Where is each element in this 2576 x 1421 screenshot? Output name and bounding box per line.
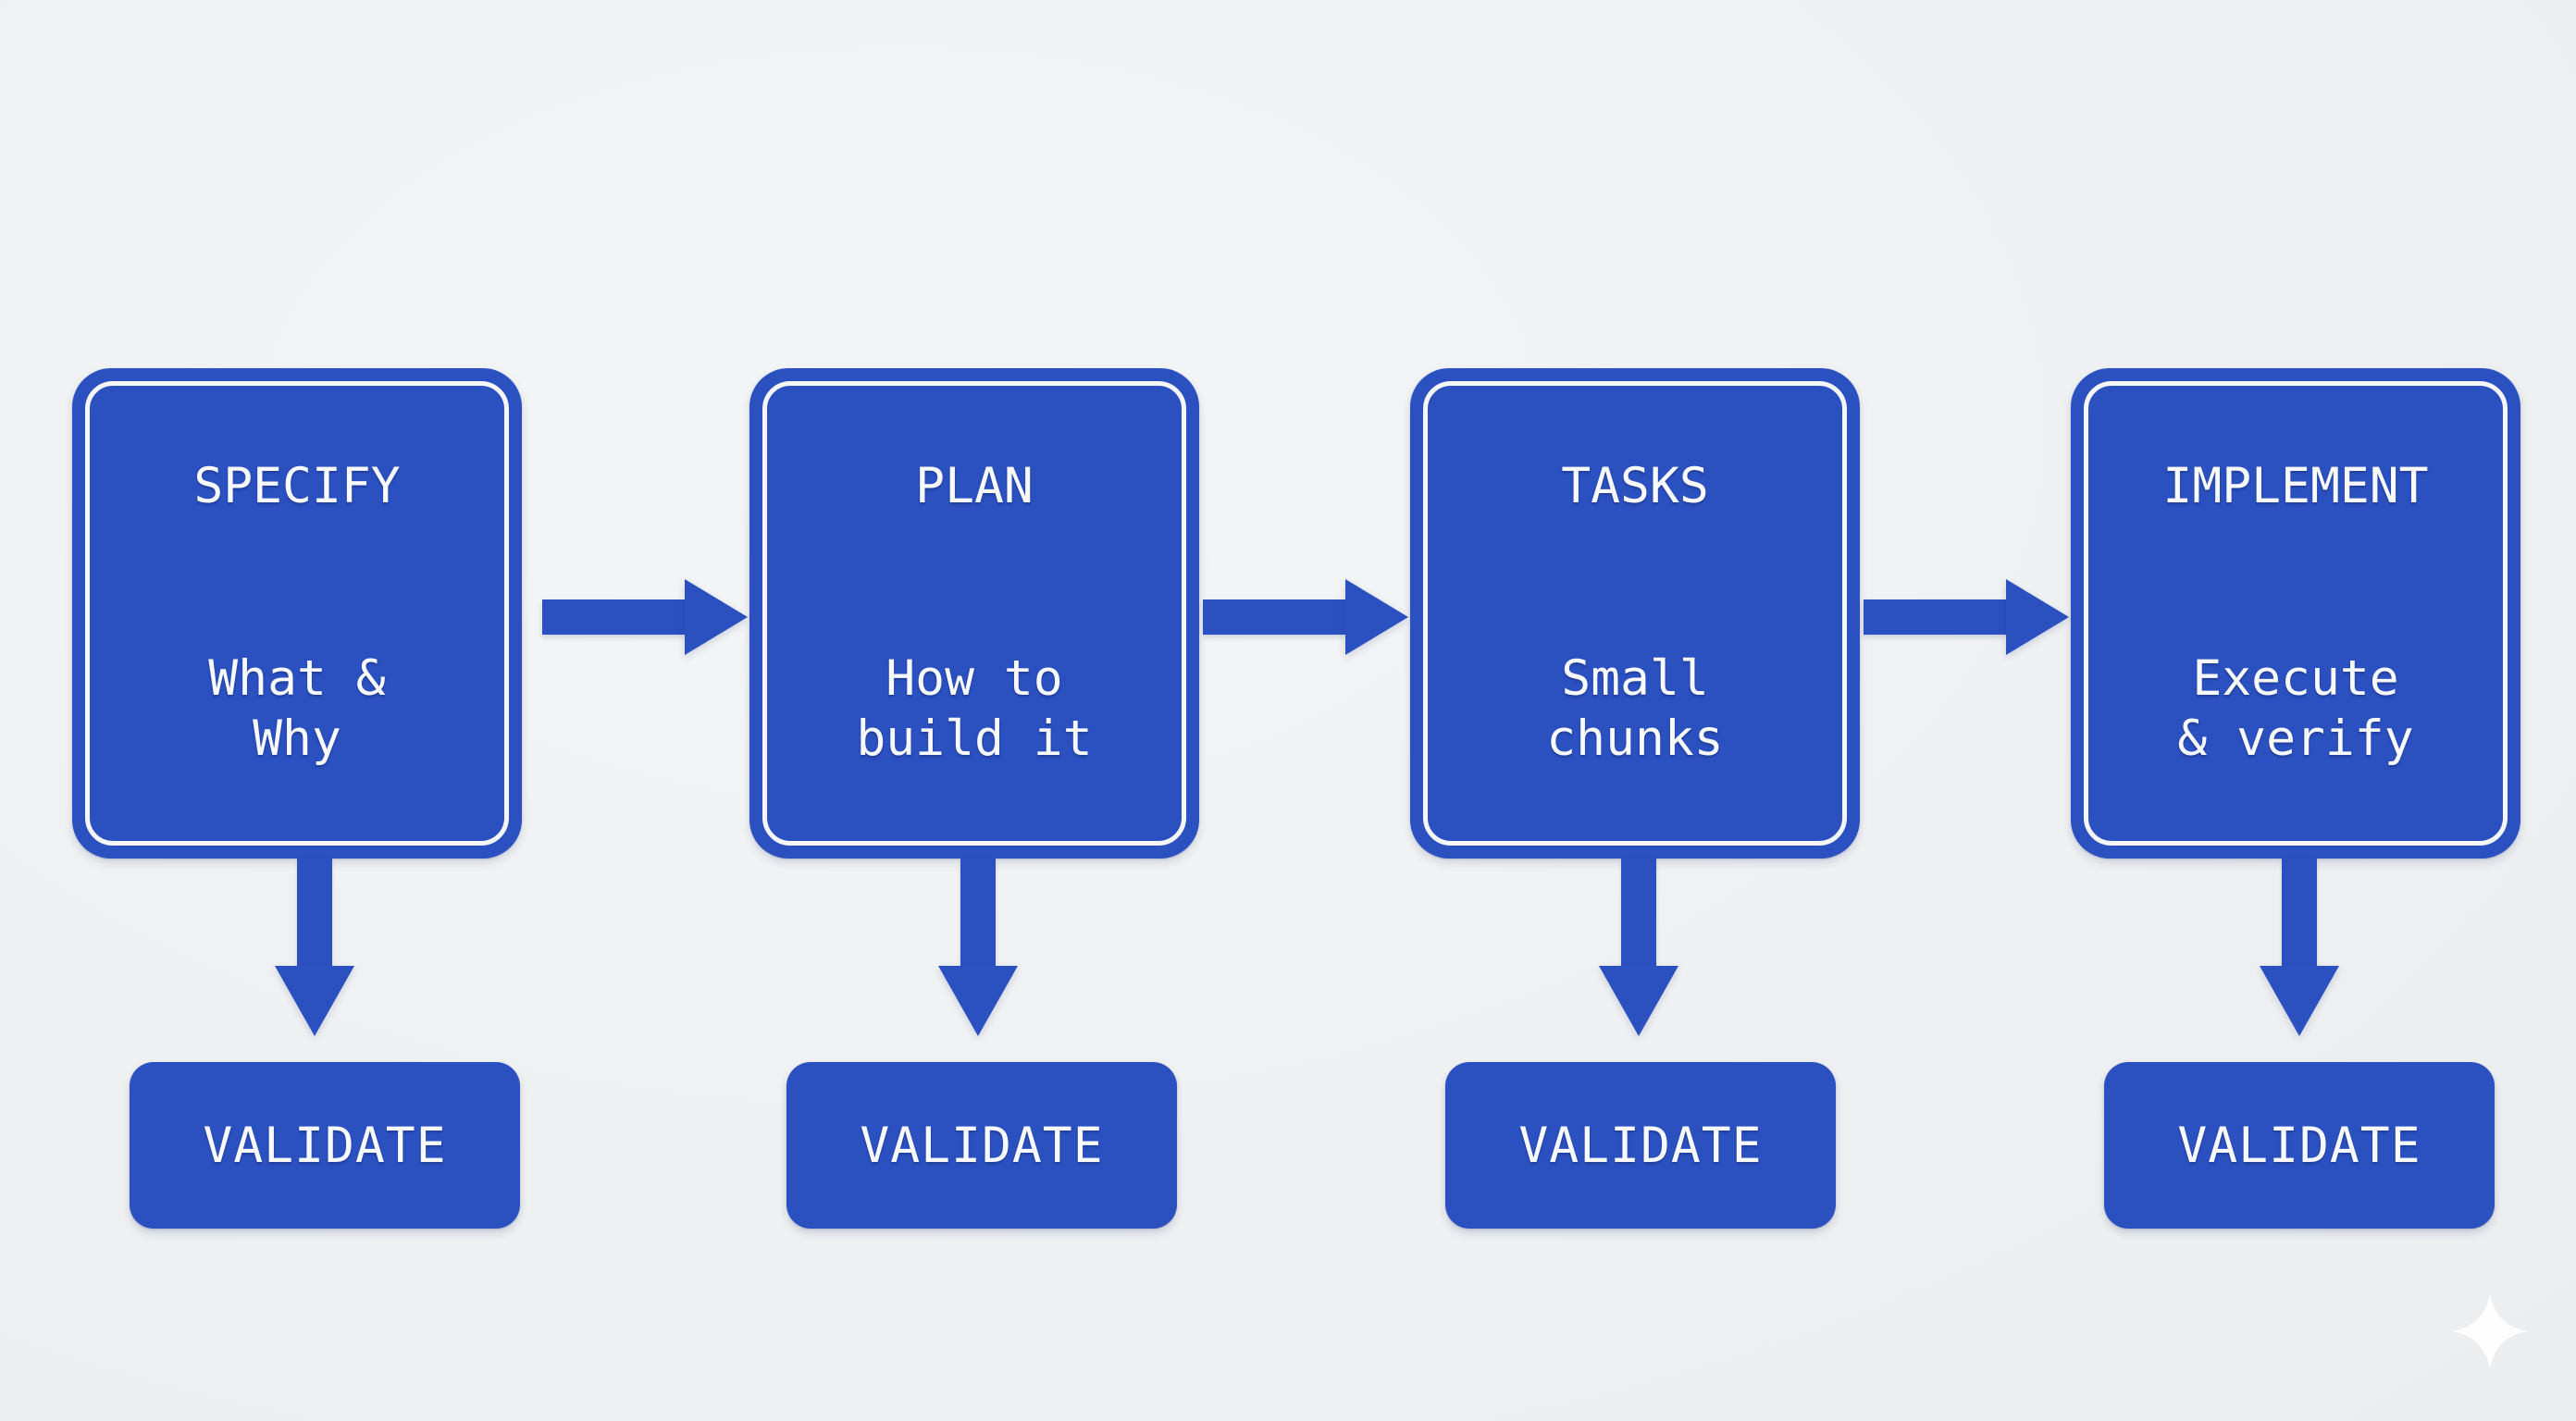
arrow-implement-to-validate-icon: [2260, 859, 2339, 1036]
stage-title: SPECIFY: [193, 458, 401, 515]
validate-pill-tasks[interactable]: VALIDATE: [1445, 1062, 1836, 1229]
arrow-shaft: [1864, 599, 2008, 635]
arrow-head: [2006, 579, 2069, 655]
arrow-plan-to-tasks-icon: [1203, 579, 1408, 655]
arrow-head: [938, 966, 1018, 1036]
stage-box-plan[interactable]: PLAN How to build it: [749, 368, 1199, 859]
arrow-tasks-to-implement-icon: [1864, 579, 2069, 655]
arrow-plan-to-validate-icon: [938, 859, 1018, 1036]
validate-label: VALIDATE: [203, 1117, 447, 1174]
validate-label: VALIDATE: [2177, 1117, 2421, 1174]
arrow-head: [685, 579, 748, 655]
stage-box-implement[interactable]: IMPLEMENT Execute & verify: [2071, 368, 2520, 859]
arrow-tasks-to-validate-icon: [1599, 859, 1678, 1036]
validate-pill-specify[interactable]: VALIDATE: [130, 1062, 520, 1229]
stage-subtitle: How to build it: [856, 650, 1093, 767]
arrow-shaft: [2282, 859, 2317, 968]
arrow-shaft: [542, 599, 687, 635]
stage-title: TASKS: [1561, 458, 1709, 515]
validate-label: VALIDATE: [860, 1117, 1104, 1174]
stage-box-tasks[interactable]: TASKS Small chunks: [1410, 368, 1860, 859]
arrow-shaft: [960, 859, 996, 968]
stage-text-tasks: TASKS Small chunks: [1434, 338, 1836, 889]
stage-title: PLAN: [915, 458, 1034, 515]
arrow-shaft: [1621, 859, 1656, 968]
arrow-head: [275, 966, 354, 1036]
stage-box-specify[interactable]: SPECIFY What & Why: [72, 368, 522, 859]
stage-subtitle: What & Why: [208, 650, 386, 767]
stage-subtitle: Execute & verify: [2177, 650, 2414, 767]
stage-text-plan: PLAN How to build it: [774, 338, 1175, 889]
arrow-head: [1345, 579, 1408, 655]
arrow-specify-to-validate-icon: [275, 859, 354, 1036]
validate-pill-implement[interactable]: VALIDATE: [2104, 1062, 2495, 1229]
validate-pill-plan[interactable]: VALIDATE: [786, 1062, 1177, 1229]
arrow-shaft: [297, 859, 332, 968]
stage-subtitle: Small chunks: [1546, 650, 1724, 767]
stage-text-implement: IMPLEMENT Execute & verify: [2095, 338, 2496, 889]
validate-label: VALIDATE: [1518, 1117, 1763, 1174]
stage-title: IMPLEMENT: [2162, 458, 2429, 515]
stage-text-specify: SPECIFY What & Why: [96, 338, 498, 889]
arrow-head: [2260, 966, 2339, 1036]
sparkle-icon: [2451, 1292, 2529, 1370]
arrow-shaft: [1203, 599, 1347, 635]
arrow-head: [1599, 966, 1678, 1036]
arrow-specify-to-plan-icon: [542, 579, 748, 655]
